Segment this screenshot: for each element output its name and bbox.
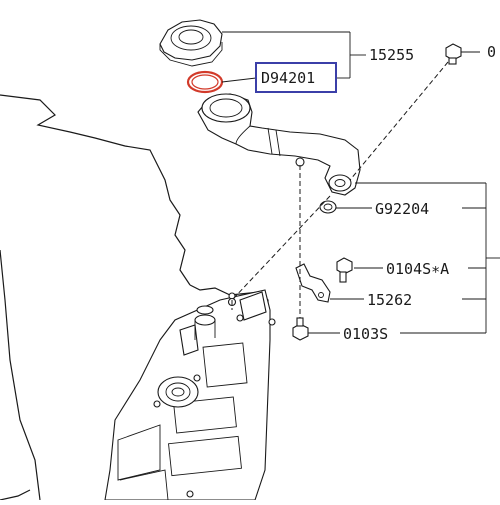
highlight-box — [255, 62, 337, 93]
label-0103s[interactable]: 0103S — [343, 325, 388, 343]
label-g92204[interactable]: G92204 — [375, 200, 429, 218]
label-0104s-a[interactable]: 0104S∗A — [386, 260, 449, 278]
assembly-lines — [231, 61, 449, 318]
label-d94201[interactable]: D94201 — [261, 69, 315, 87]
bolt-0103s-icon — [292, 317, 309, 341]
gasket-icon — [319, 200, 337, 214]
bolt-0104s-icon — [336, 257, 353, 283]
label-15255[interactable]: 15255 — [369, 46, 414, 64]
bracket-icon — [295, 263, 331, 303]
lower-block — [104, 289, 276, 501]
oil-filler-cap-icon — [159, 19, 223, 67]
label-15262[interactable]: 15262 — [367, 291, 412, 309]
leader-lines — [221, 31, 500, 334]
label-edge-ref[interactable]: 0 — [487, 43, 496, 61]
bolt-top-right-icon — [445, 43, 462, 65]
filler-duct-icon — [197, 93, 361, 307]
o-ring-icon — [186, 70, 224, 94]
